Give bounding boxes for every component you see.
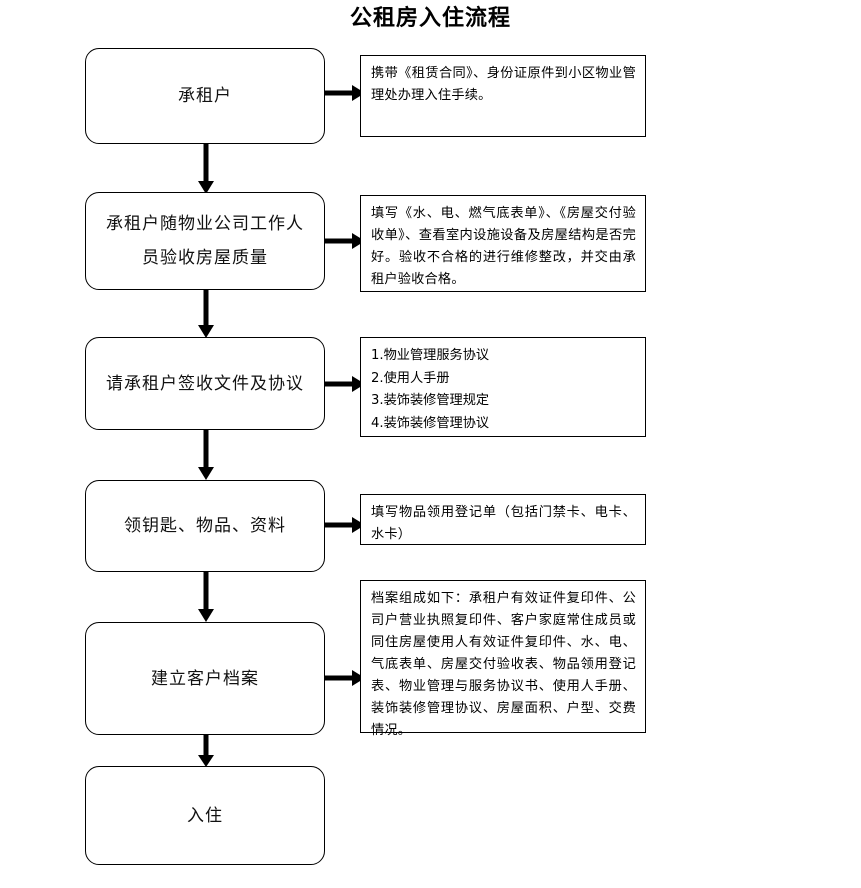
detail-box-text: 档案组成如下：承租户有效证件复印件、公司户营业执照复印件、客户家庭常住成员或同住…	[371, 591, 636, 738]
arrow-step-1-to-step-2	[193, 144, 219, 194]
process-node-label: 承租户	[178, 86, 232, 106]
detail-box-step-4: 填写物品领用登记单（包括门禁卡、电卡、水卡）	[360, 494, 646, 545]
list-item: 1.物业管理服务协议	[371, 348, 490, 363]
arrow-step-5-to-detail	[325, 665, 365, 691]
process-node-step-3[interactable]: 请承租户签收文件及协议	[85, 337, 325, 430]
detail-box-step-5: 档案组成如下：承租户有效证件复印件、公司户营业执照复印件、客户家庭常住成员或同住…	[360, 580, 646, 738]
arrow-step-1-to-detail	[325, 80, 365, 106]
detail-box-step-2: 填写《水、电、燃气底表单》、《房屋交付验收单》、查看室内设施设备及房屋结构是否完…	[360, 195, 646, 292]
process-node-step-6[interactable]: 入住	[85, 766, 325, 865]
arrow-step-5-to-step-6	[193, 735, 219, 767]
detail-box-text: 填写物品领用登记单（包括门禁卡、电卡、水卡）	[371, 505, 636, 542]
process-node-step-4[interactable]: 领钥匙、物品、资料	[85, 480, 325, 572]
process-node-step-1[interactable]: 承租户	[85, 48, 325, 144]
detail-box-text: 携带《租赁合同》、身份证原件到小区物业管理处办理入住手续。	[371, 66, 636, 103]
list-item: 2.使用人手册	[371, 370, 450, 386]
arrow-step-3-to-step-4	[193, 430, 219, 480]
process-node-label: 请承租户签收文件及协议	[106, 373, 304, 394]
process-node-step-5[interactable]: 建立客户档案	[85, 622, 325, 735]
arrow-step-3-to-detail	[325, 371, 365, 397]
detail-box-text: 填写《水、电、燃气底表单》、《房屋交付验收单》、查看室内设施设备及房屋结构是否完…	[371, 206, 636, 287]
process-node-label: 入住	[187, 805, 223, 826]
process-node-step-2[interactable]: 承租户随物业公司工作人 员验收房屋质量	[85, 192, 325, 290]
page-title: 公租房入住流程	[349, 6, 511, 31]
arrow-step-4-to-step-5	[193, 572, 219, 622]
arrow-step-4-to-detail	[325, 512, 365, 538]
detail-box-list: 1.物业管理服务协议 2.使用人手册 3.装饰装修管理规定 4.装饰装修管理协议	[371, 345, 636, 435]
list-item: 3.装饰装修管理规定	[371, 393, 490, 408]
arrow-step-2-to-step-3	[193, 290, 219, 338]
detail-box-step-1: 携带《租赁合同》、身份证原件到小区物业管理处办理入住手续。	[360, 55, 646, 137]
arrow-step-2-to-detail	[325, 228, 365, 254]
process-node-label: 领钥匙、物品、资料	[124, 516, 286, 536]
detail-box-step-3: 1.物业管理服务协议 2.使用人手册 3.装饰装修管理规定 4.装饰装修管理协议	[360, 337, 646, 437]
list-item: 4.装饰装修管理协议	[371, 415, 490, 431]
process-node-label: 承租户随物业公司工作人 员验收房屋质量	[106, 214, 304, 268]
process-node-label: 建立客户档案	[151, 668, 259, 689]
